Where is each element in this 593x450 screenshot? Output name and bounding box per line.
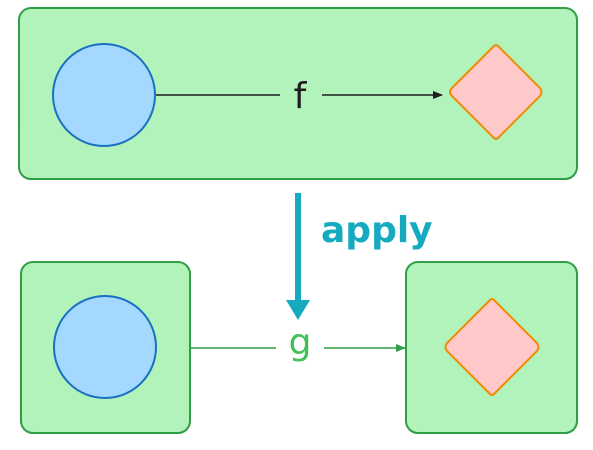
top-circle	[52, 43, 156, 147]
bottom-arrow-label: g	[289, 322, 312, 363]
top-arrow-label: f	[294, 76, 308, 117]
apply-arrow-head	[286, 300, 310, 320]
apply-label: apply	[321, 210, 433, 251]
top-diamond	[449, 44, 543, 140]
bottom-circle	[53, 295, 157, 399]
bottom-diamond	[444, 298, 540, 396]
top-container	[18, 7, 578, 180]
